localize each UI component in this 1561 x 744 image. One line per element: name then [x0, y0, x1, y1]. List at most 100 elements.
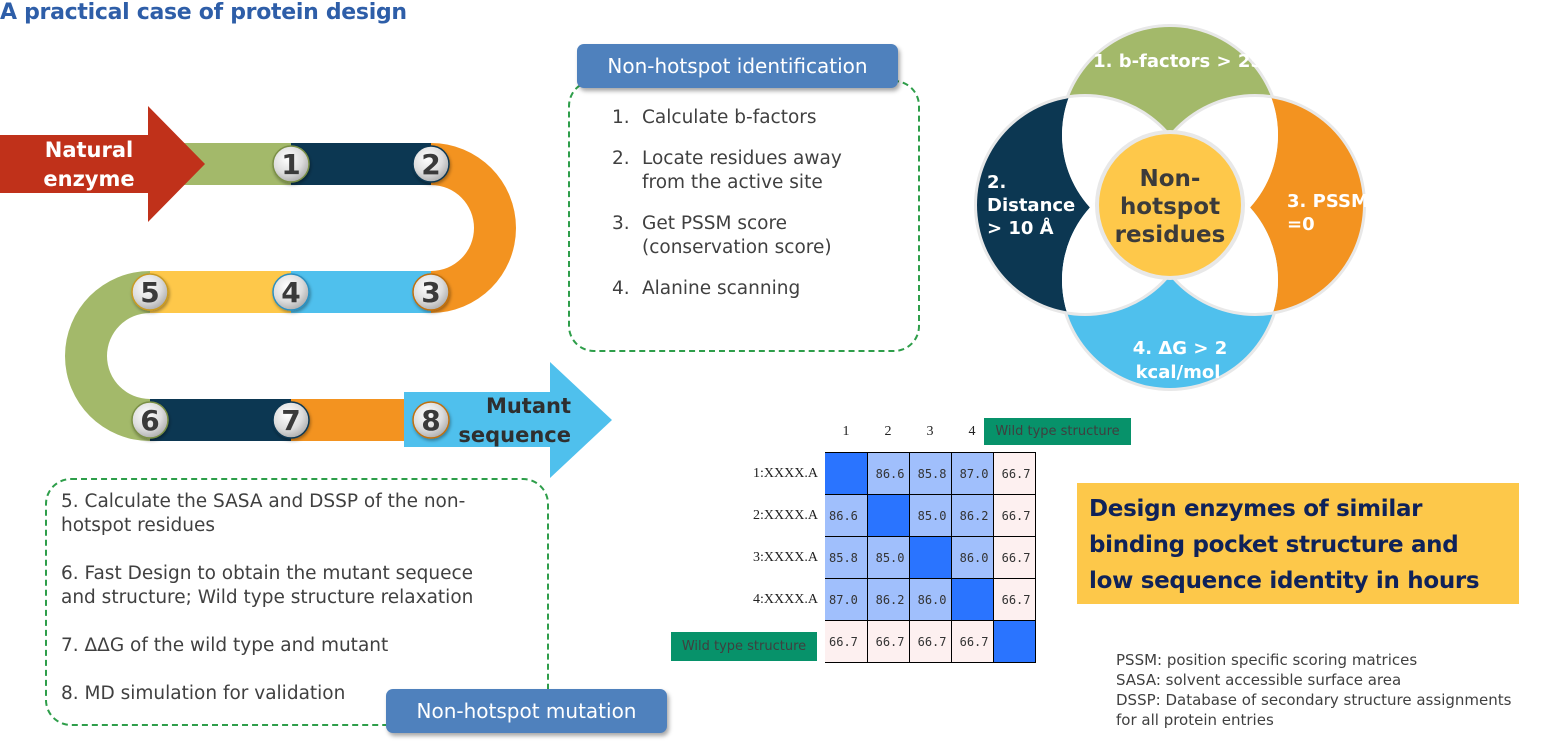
abbreviation-line: SASA: solvent accessible surface area	[1116, 671, 1402, 689]
abbreviation-line: for all protein entries	[1116, 711, 1274, 729]
start-label-line2: enzyme	[43, 167, 134, 191]
matrix-cell: 86.2	[951, 494, 994, 537]
matrix-cell: 66.7	[867, 620, 910, 663]
matrix-cell-diagonal	[867, 494, 910, 537]
svg-text:8: 8	[421, 404, 440, 437]
step-node-1: 1	[272, 145, 310, 183]
matrix-cell: 66.7	[993, 578, 1036, 621]
matrix-col-label: 4	[968, 424, 976, 439]
segment-navy-1	[291, 143, 431, 185]
abbreviation-line: PSSM: position specific scoring matrices	[1116, 651, 1418, 669]
matrix-col-label: 1	[842, 424, 850, 439]
step-node-4: 4	[272, 273, 310, 311]
matrix-cell: 66.7	[909, 620, 952, 663]
svg-text:4: 4	[281, 276, 300, 309]
matrix-row-label: 1:XXXX.A	[753, 466, 818, 481]
venn-label-bfactors: 1. b-factors > 25	[1093, 51, 1263, 72]
wild-type-row-badge: Wild type structure	[671, 632, 817, 661]
matrix-cell: 86.6	[867, 452, 910, 495]
svg-text:1: 1	[281, 148, 300, 181]
page-title: A practical case of protein design	[0, 0, 407, 25]
segment-orange-turn	[431, 143, 516, 313]
workflow-path: Natural enzyme Mutant sequence 1 2 3 4 5…	[0, 106, 612, 478]
step-node-7: 7	[272, 401, 310, 439]
venn-center-line2: hotspot	[1120, 194, 1220, 220]
criteria-venn: Non- hotspot residues 1. b-factors > 25 …	[974, 24, 1369, 391]
step-node-5: 5	[131, 273, 169, 311]
venn-label-pssm-1: 3. PSSM	[1287, 191, 1369, 212]
end-arrow	[404, 362, 612, 478]
start-arrow	[0, 106, 205, 222]
venn-center-line1: Non-	[1140, 166, 1201, 192]
venn-label-dg-1: 4. ΔG > 2	[1133, 338, 1227, 359]
svg-text:7: 7	[281, 404, 300, 437]
venn-label-distance-2: Distance	[987, 195, 1075, 216]
identification-step: 4.Alanine scanning	[612, 278, 801, 299]
identification-step: 3.Get PSSM score (conservation score)	[612, 213, 832, 258]
matrix-col-label: 3	[926, 424, 934, 439]
identification-steps: 1.Calculate b-factors 2.Locate residues …	[612, 106, 867, 318]
step-node-6: 6	[131, 401, 169, 439]
mutation-step: 6. Fast Design to obtain the mutant sequ…	[61, 563, 474, 608]
matrix-cell: 85.0	[867, 536, 910, 579]
callout-banner: Design enzymes of similar binding pocket…	[1077, 483, 1519, 604]
matrix-cell: 66.7	[951, 620, 994, 663]
matrix-cell: 85.0	[909, 494, 952, 537]
matrix-cell: 66.7	[825, 620, 868, 663]
segment-blue-2	[291, 271, 431, 313]
matrix-cell: 66.7	[993, 494, 1036, 537]
matrix-cell-diagonal	[825, 452, 868, 495]
svg-text:3: 3	[421, 276, 440, 309]
venn-center	[1099, 134, 1241, 276]
svg-text:6: 6	[140, 404, 159, 437]
matrix-cell-diagonal	[951, 578, 994, 621]
venn-label-distance-3: > 10 Å	[987, 216, 1054, 239]
abbreviations: PSSM: position specific scoring matrices…	[1116, 650, 1511, 730]
matrix-cell: 86.6	[825, 494, 868, 537]
matrix-row-label: 4:XXXX.A	[753, 592, 818, 607]
mutation-header: Non-hotspot mutation	[386, 689, 667, 733]
end-label-line1: Mutant	[486, 394, 571, 418]
matrix-cell-diagonal	[909, 536, 952, 579]
matrix-cell: 86.0	[951, 536, 994, 579]
venn-label-dg-2: kcal/mol	[1136, 362, 1221, 383]
mutation-box	[45, 478, 549, 726]
segment-navy-3	[150, 399, 291, 441]
identification-header: Non-hotspot identification	[577, 44, 898, 88]
step-node-2: 2	[412, 145, 450, 183]
matrix-cell: 87.0	[825, 578, 868, 621]
mutation-step: 8. MD simulation for validation	[61, 683, 346, 704]
venn-label-distance-1: 2.	[987, 172, 1006, 193]
matrix-row-label: 3:XXXX.A	[753, 550, 818, 565]
start-label-line1: Natural	[45, 138, 133, 162]
segment-green-turn	[65, 271, 150, 441]
abbreviation-line: DSSP: Database of secondary structure as…	[1116, 691, 1512, 709]
step-node-3: 3	[412, 273, 450, 311]
mutation-steps: 5. Calculate the SASA and DSSP of the no…	[61, 490, 501, 730]
venn-center-line3: residues	[1115, 222, 1226, 248]
segment-yellow-2	[150, 271, 291, 313]
matrix-cell: 87.0	[951, 452, 994, 495]
mutation-step: 5. Calculate the SASA and DSSP of the no…	[61, 491, 466, 536]
matrix-cell: 66.7	[993, 452, 1036, 495]
matrix-cell: 86.0	[909, 578, 952, 621]
svg-text:5: 5	[140, 276, 159, 309]
mutation-step: 7. ΔΔG of the wild type and mutant	[61, 635, 389, 656]
matrix-cell: 85.8	[909, 452, 952, 495]
end-label-line2: sequence	[458, 423, 571, 447]
wild-type-col-badge: Wild type structure	[984, 418, 1131, 445]
matrix-cell: 86.2	[867, 578, 910, 621]
identification-step: 2.Locate residues away from the active s…	[612, 148, 842, 193]
matrix-cell: 66.7	[993, 536, 1036, 579]
venn-label-pssm-2: =0	[1287, 214, 1315, 235]
step-node-8: 8	[412, 401, 450, 439]
svg-text:2: 2	[421, 148, 440, 181]
matrix-cell: 85.8	[825, 536, 868, 579]
matrix-col-label: 2	[884, 424, 892, 439]
